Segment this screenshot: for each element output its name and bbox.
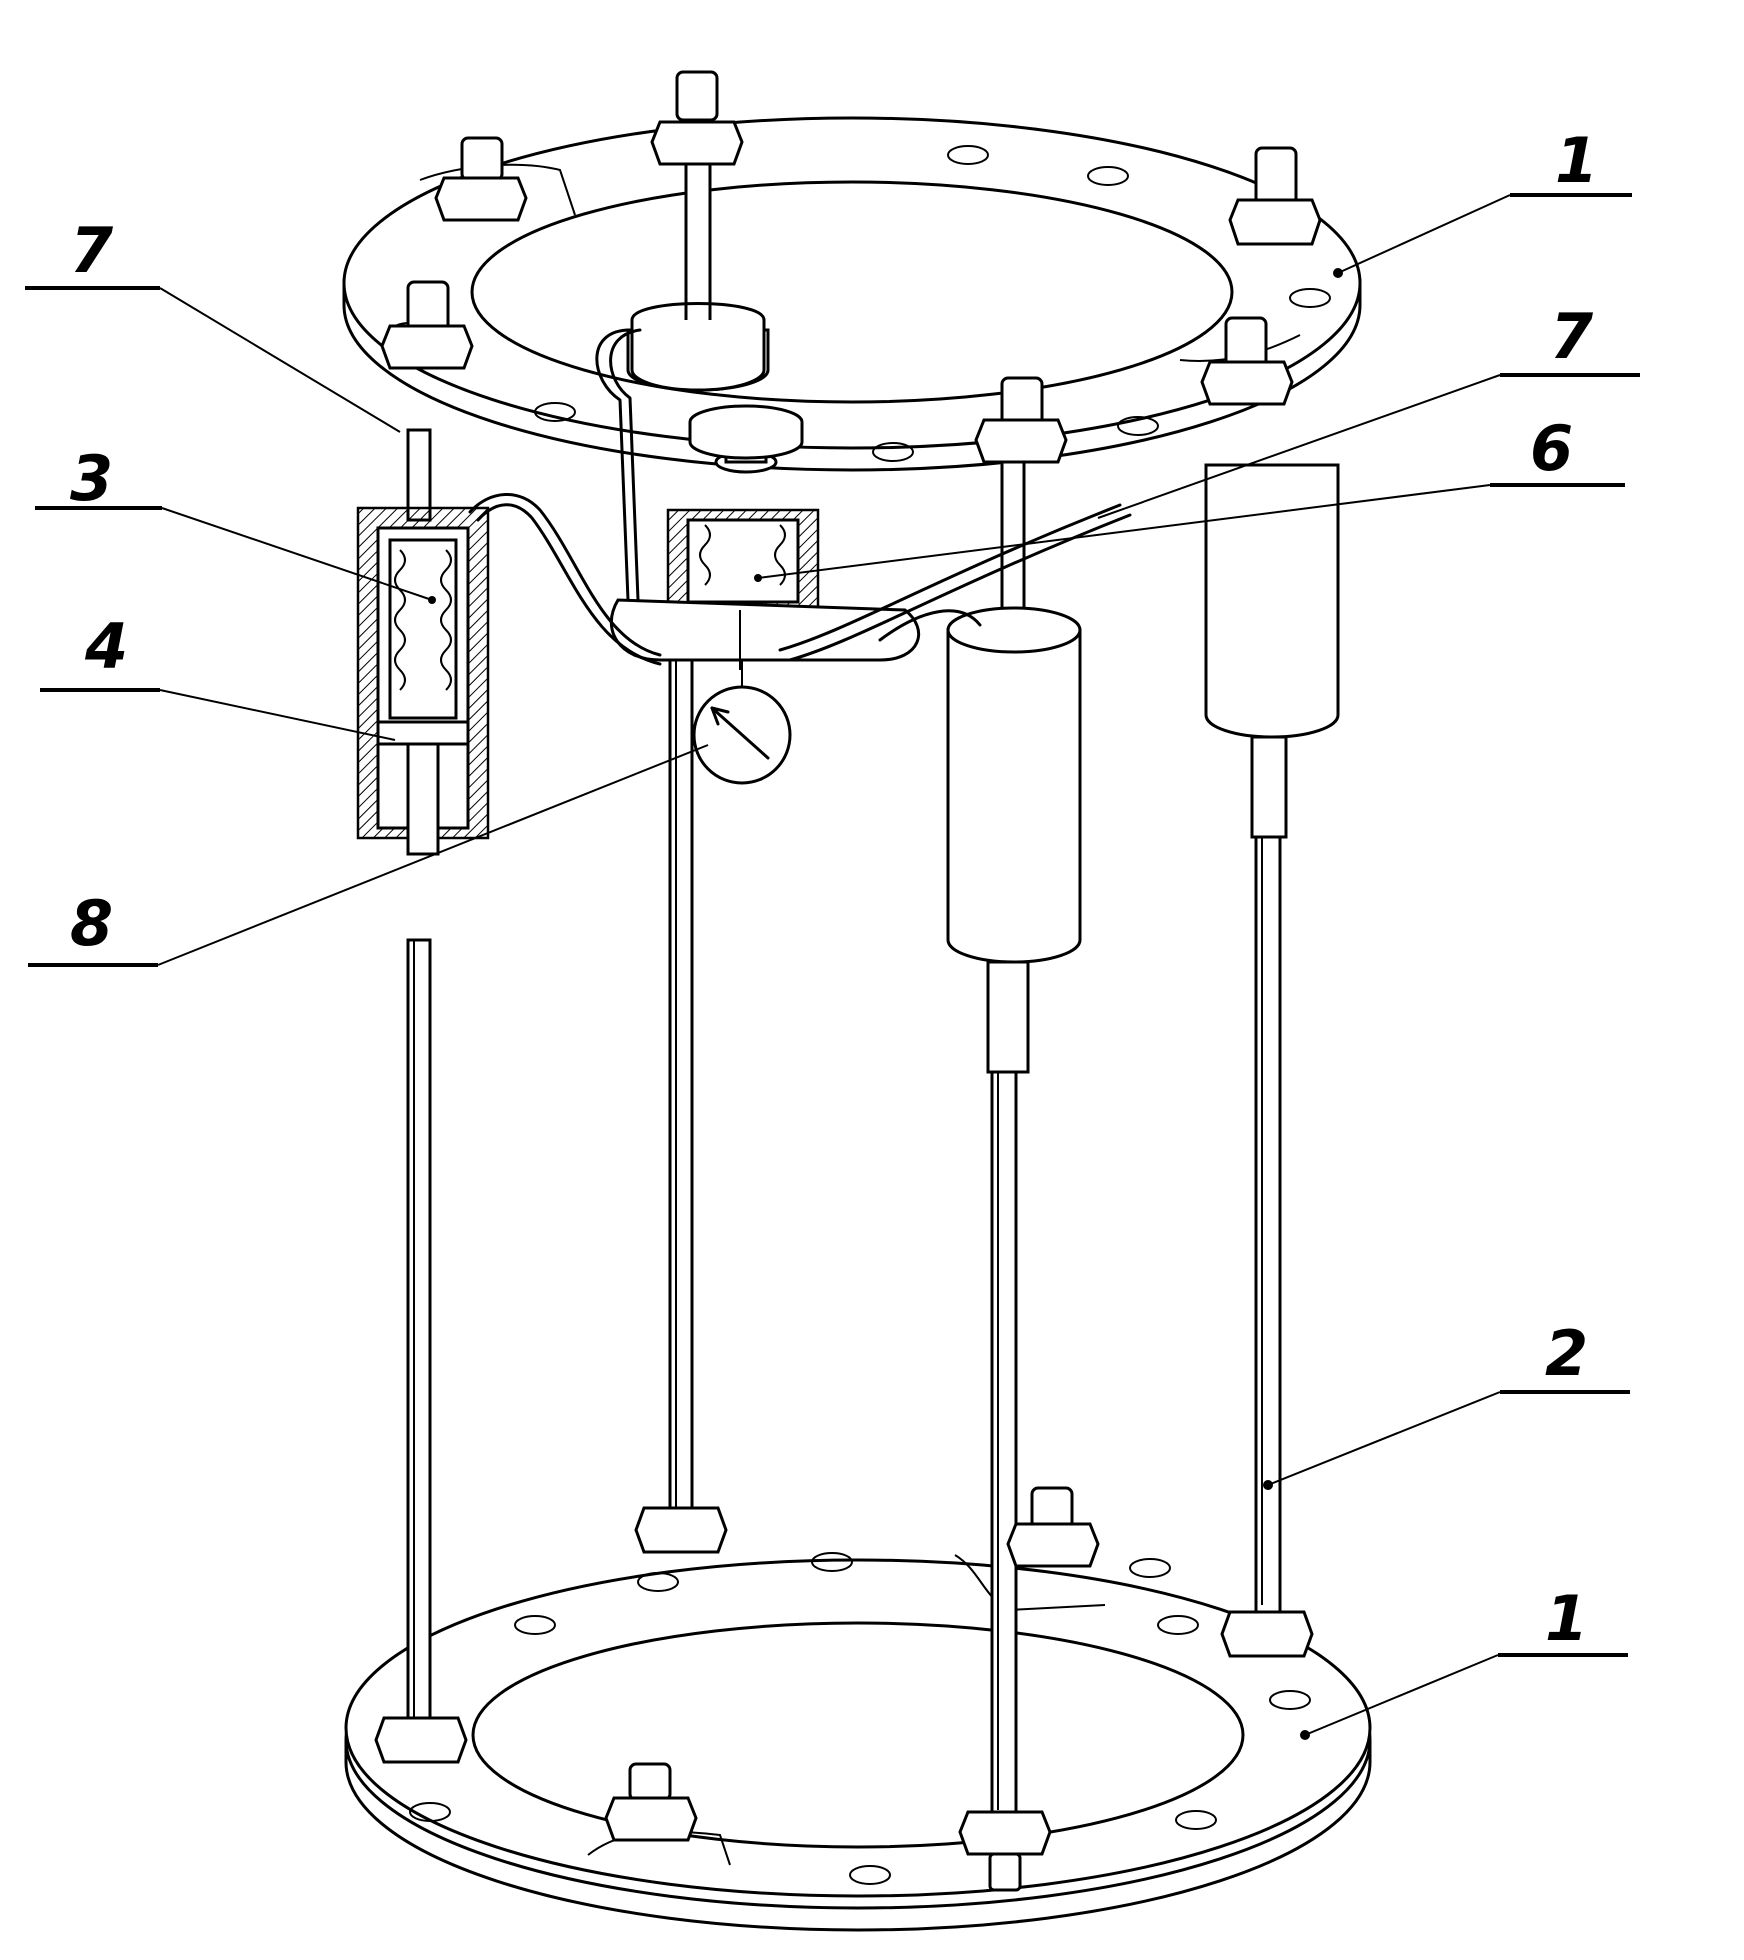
hoses <box>468 328 1132 666</box>
left-cylinder <box>356 506 490 856</box>
callout-label: 2 <box>1545 1317 1588 1390</box>
callout-4: 4 <box>40 610 396 741</box>
callout-7-right: 7 <box>1097 300 1640 519</box>
bottom-ring <box>344 1552 1372 1932</box>
callout-3: 3 <box>35 442 433 601</box>
right-cylinders <box>946 463 1340 1074</box>
center-body <box>609 302 921 670</box>
callout-label: 3 <box>70 442 113 515</box>
callout-label: 8 <box>70 887 113 960</box>
callout-6: 6 <box>757 412 1625 579</box>
callout-8: 8 <box>28 744 709 967</box>
callout-label: 7 <box>70 214 114 287</box>
callout-label: 6 <box>1530 412 1573 485</box>
callout-1-top: 1 <box>1333 124 1632 278</box>
callout-label: 1 <box>1555 124 1598 197</box>
callout-label: 4 <box>84 610 128 683</box>
gauge <box>692 660 792 785</box>
callout-7-left: 7 <box>25 214 401 433</box>
callout-2: 2 <box>1263 1317 1630 1490</box>
bottom-ring-holes <box>409 1552 1311 1885</box>
callout-label: 7 <box>1550 300 1594 373</box>
callout-label: 1 <box>1545 1582 1588 1655</box>
callout-1-bottom: 1 <box>1300 1582 1628 1740</box>
nuts <box>374 70 1322 1892</box>
